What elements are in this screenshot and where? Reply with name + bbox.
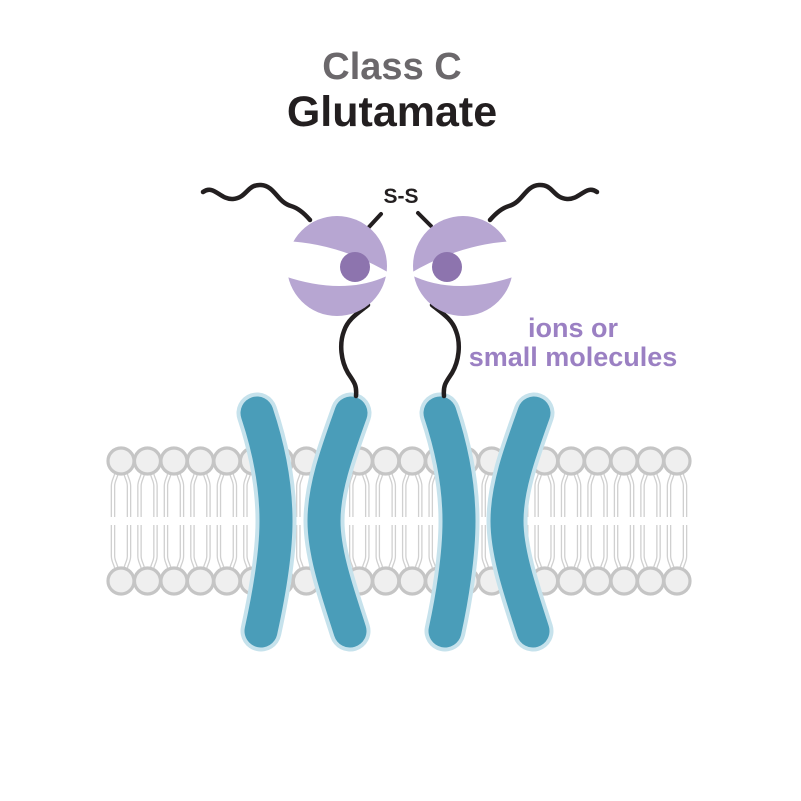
ligand-molecule-icon	[432, 252, 462, 282]
lipid-head	[635, 446, 666, 476]
lipid-head	[212, 566, 242, 596]
right-disulfide-connector	[416, 211, 433, 228]
tm-helix-1	[236, 392, 297, 652]
class-label: Class C	[322, 46, 462, 88]
helix-body	[307, 396, 368, 648]
lipid-head	[582, 446, 613, 476]
tm-helix-3	[419, 392, 480, 652]
disulfide-bond-label: S-S	[383, 185, 419, 208]
ligand-molecule-icon	[340, 252, 370, 282]
helix-body	[423, 396, 476, 648]
lipid-head	[556, 566, 586, 596]
right-n-terminus-squiggle	[487, 182, 600, 223]
figure-title: Class C Glutamate	[0, 46, 784, 136]
helix-body	[490, 396, 551, 648]
lipid-head	[371, 446, 401, 476]
lipid-head	[556, 446, 586, 476]
lipid-head	[609, 566, 639, 596]
left-flytrap-domain	[284, 216, 391, 316]
lipid-head	[212, 446, 242, 476]
lipid-head	[185, 446, 216, 476]
lipid-head	[371, 566, 401, 596]
ligand-annotation-line1: ions or	[527, 313, 618, 343]
lipid-head	[132, 446, 163, 476]
lipid-head	[635, 566, 666, 596]
lipid-head	[159, 446, 189, 476]
left-linker-squiggle	[338, 302, 371, 399]
lipid-head	[132, 566, 163, 596]
lipid-head	[159, 566, 189, 596]
lipid-head	[106, 446, 136, 476]
left-disulfide-connector	[367, 212, 383, 229]
lipid-head	[582, 566, 613, 596]
helix-body	[240, 396, 293, 648]
lipid-head	[185, 566, 216, 596]
lipid-head	[609, 446, 639, 476]
lipid-head	[662, 566, 692, 596]
lipid-head	[397, 566, 427, 596]
ligand-annotation: ions or small molecules	[449, 314, 697, 372]
tm-helix-2	[303, 392, 372, 652]
left-n-terminus-squiggle	[200, 182, 313, 223]
right-flytrap-domain	[409, 216, 516, 316]
lipid-head	[662, 446, 692, 476]
tm-helix-4	[486, 392, 555, 652]
ligand-annotation-line2: small molecules	[468, 342, 678, 372]
lipid-bilayer	[106, 446, 692, 596]
receptor-name-label: Glutamate	[286, 88, 498, 136]
lipid-head	[106, 566, 136, 596]
lipid-head	[397, 446, 427, 476]
right-linker-squiggle	[429, 302, 462, 399]
